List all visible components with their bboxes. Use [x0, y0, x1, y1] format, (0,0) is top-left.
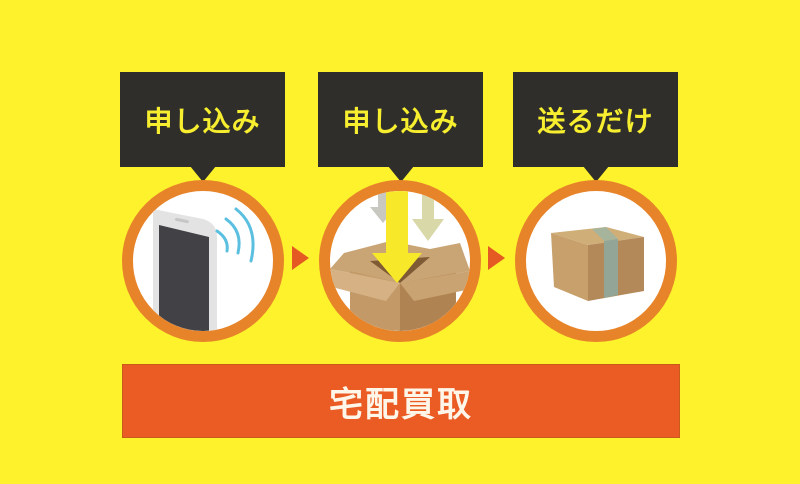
open-box-icon [319, 180, 481, 342]
closed-box-icon [515, 180, 677, 342]
step-1-label: 申し込み [144, 104, 261, 138]
bubble-pointer [189, 166, 216, 182]
bubble-pointer [387, 166, 414, 182]
smartphone-icon [122, 180, 284, 342]
delivery-purchase-banner: 宅配買取 [122, 364, 680, 438]
step-1-label-bubble: 申し込み [120, 72, 285, 182]
next-arrow-icon [292, 246, 309, 270]
step-3-label: 送るだけ [537, 104, 654, 138]
bubble-pointer [582, 166, 609, 182]
step-3-label-bubble: 送るだけ [513, 72, 678, 182]
step-2-label: 申し込み [342, 104, 459, 138]
step-2-label-bubble: 申し込み [318, 72, 483, 182]
banner-title: 宅配買取 [329, 384, 473, 425]
next-arrow-icon [488, 246, 505, 270]
